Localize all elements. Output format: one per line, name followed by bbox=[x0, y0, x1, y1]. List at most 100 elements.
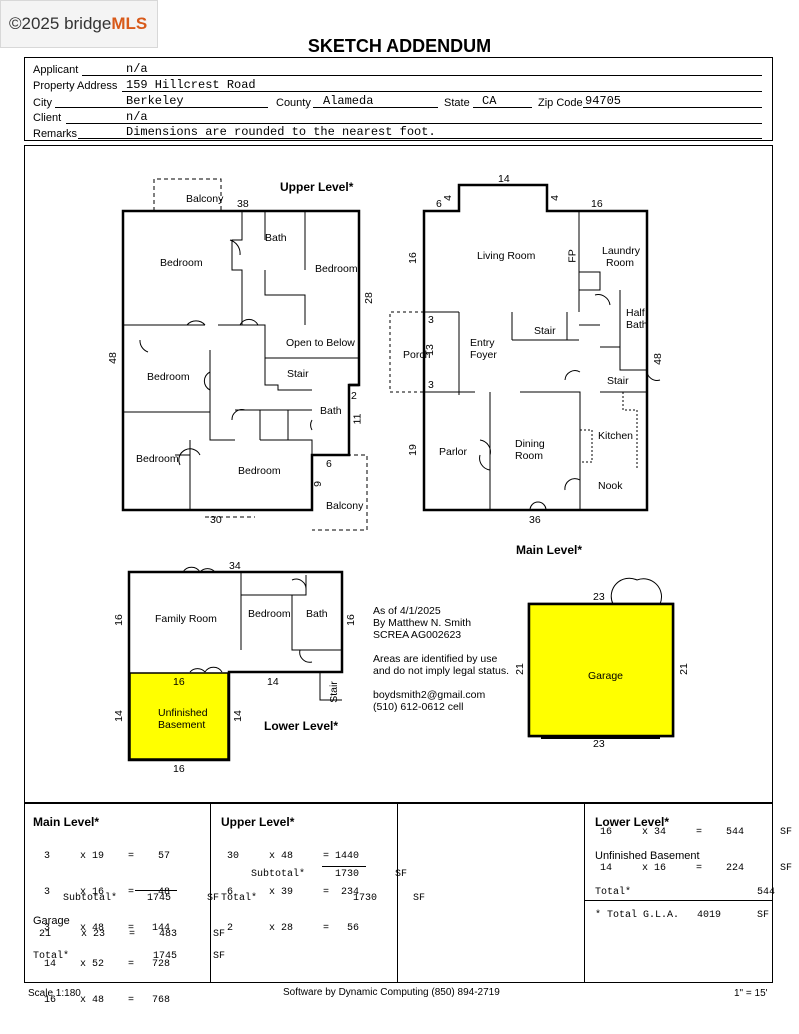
dim-label: 4 bbox=[548, 195, 561, 201]
room-label: Half bbox=[626, 307, 645, 319]
calc-row: 2 x 28 = 56 bbox=[227, 923, 360, 934]
applicant-line bbox=[82, 75, 762, 76]
room-label: Open to Below bbox=[286, 337, 355, 349]
dim-label: 11 bbox=[351, 413, 364, 425]
dim-label: 3 bbox=[428, 314, 434, 326]
state-line bbox=[473, 107, 532, 108]
calc-divider bbox=[584, 900, 773, 901]
calc-garage-row: 21 x 23 = 483 SF bbox=[39, 929, 226, 940]
room-label: Nook bbox=[598, 480, 623, 492]
room-label: Stair bbox=[287, 368, 309, 380]
room-label: Kitchen bbox=[598, 430, 634, 442]
calc-lower-total: Total* 544 SF bbox=[595, 887, 776, 898]
room-label: Living Room bbox=[477, 250, 536, 262]
calc-main-total: Total* 1745 SF bbox=[33, 951, 226, 962]
info-box bbox=[24, 57, 773, 141]
room-label: Bedroom bbox=[238, 465, 281, 477]
dim-label: 28 bbox=[362, 292, 375, 304]
city-label: City bbox=[33, 97, 52, 109]
room-label: Room bbox=[515, 450, 544, 462]
upper-walls-3 bbox=[123, 350, 313, 455]
main-walls-1 bbox=[578, 211, 647, 371]
dim-label: 48 bbox=[651, 353, 664, 365]
room-label: Parlor bbox=[439, 446, 468, 458]
upper-doors-2 bbox=[139, 239, 313, 431]
dim-label: 6 bbox=[436, 198, 442, 210]
dim-label: 16 bbox=[173, 676, 185, 688]
lower-title: Lower Level* bbox=[264, 719, 339, 733]
subtotal-rule bbox=[322, 866, 366, 867]
dim-label: 2 bbox=[351, 390, 357, 402]
remarks-value: Dimensions are rounded to the nearest fo… bbox=[126, 125, 436, 139]
room-label: Stair bbox=[327, 681, 340, 703]
calc-main-title: Main Level* bbox=[33, 815, 100, 829]
dim-label: 38 bbox=[237, 198, 249, 210]
room-label: Bedroom bbox=[147, 371, 190, 383]
upper-walls-1 bbox=[231, 211, 306, 325]
calc-divider bbox=[210, 803, 211, 983]
dim-label: 16 bbox=[112, 614, 125, 626]
garage-label: Garage bbox=[588, 670, 624, 682]
appraiser-notes: As of 4/1/2025 By Matthew N. Smith SCREA… bbox=[373, 605, 509, 713]
dim-label: 14 bbox=[267, 676, 279, 688]
dim-label: 23 bbox=[593, 738, 605, 750]
calc-row: 30 x 48 = 1440 bbox=[227, 851, 360, 862]
lower-walls bbox=[240, 572, 342, 701]
zip-label: Zip Code bbox=[538, 97, 583, 109]
room-label: Porch bbox=[403, 349, 431, 361]
state-value: CA bbox=[482, 94, 497, 108]
upper-doors bbox=[178, 318, 259, 466]
calc-upper-title: Upper Level* bbox=[221, 815, 295, 829]
dim-label: 30 bbox=[210, 514, 222, 526]
zip-value: 94705 bbox=[585, 94, 622, 108]
room-label: Bedroom bbox=[160, 257, 203, 269]
basement-fill bbox=[129, 672, 229, 760]
room-label: Bedroom bbox=[248, 608, 291, 620]
room-label: Laundry bbox=[602, 245, 640, 257]
calc-row: 3 x 16 = 48 bbox=[44, 887, 171, 898]
room-label: Bedroom bbox=[315, 263, 358, 275]
note-line: and do not imply legal status. bbox=[373, 665, 509, 677]
dim-label: 14 bbox=[112, 710, 125, 722]
upper-balconies bbox=[153, 178, 368, 531]
county-value: Alameda bbox=[323, 94, 374, 108]
lower-doors bbox=[182, 566, 313, 673]
room-label: Basement bbox=[158, 719, 206, 731]
room-label: Bath bbox=[626, 319, 648, 331]
main-title: Main Level* bbox=[516, 543, 583, 557]
room-label: Stair bbox=[607, 375, 629, 387]
upper-title: Upper Level* bbox=[280, 180, 354, 194]
dim-label: 16 bbox=[406, 252, 419, 264]
main-outline bbox=[422, 183, 649, 512]
dim-label: 34 bbox=[229, 560, 241, 572]
dim-label: 6 bbox=[326, 458, 332, 470]
calc-ub-title: Unfinished Basement bbox=[595, 850, 700, 862]
note-line: Areas are identified by use bbox=[373, 653, 498, 665]
applicant-label: Applicant bbox=[33, 64, 79, 76]
garage-fill bbox=[530, 605, 672, 735]
sketch-box bbox=[24, 145, 773, 803]
calc-row: 3 x 48 = 144 bbox=[44, 923, 171, 934]
note-line bbox=[373, 677, 509, 689]
room-label: Bath bbox=[320, 405, 342, 417]
client-line bbox=[66, 123, 762, 124]
room-label: Room bbox=[606, 257, 635, 269]
state-label: State bbox=[444, 97, 470, 109]
dim-label: 14 bbox=[231, 710, 244, 722]
remarks-line bbox=[78, 138, 762, 139]
calc-gla-total: * Total G.L.A. 4019 SF bbox=[595, 910, 770, 921]
calc-row: 14 x 52 = 728 bbox=[44, 959, 171, 970]
dim-label: 14 bbox=[498, 173, 510, 185]
address-line bbox=[122, 91, 762, 92]
calc-main-rows: 3 x 19 = 57 3 x 16 = 48 3 x 48 = 144 14 … bbox=[44, 827, 170, 1019]
note-line: (510) 612-0612 cell bbox=[373, 701, 464, 713]
address-label: Property Address bbox=[33, 80, 118, 92]
dim-label: 16 bbox=[344, 614, 357, 626]
room-label: Balcony bbox=[186, 193, 224, 205]
room-label: Bath bbox=[306, 608, 328, 620]
dim-label: 16 bbox=[591, 198, 603, 210]
dim-label: 19 bbox=[406, 444, 419, 456]
room-label: Bedroom bbox=[136, 453, 179, 465]
calc-divider bbox=[397, 803, 398, 983]
